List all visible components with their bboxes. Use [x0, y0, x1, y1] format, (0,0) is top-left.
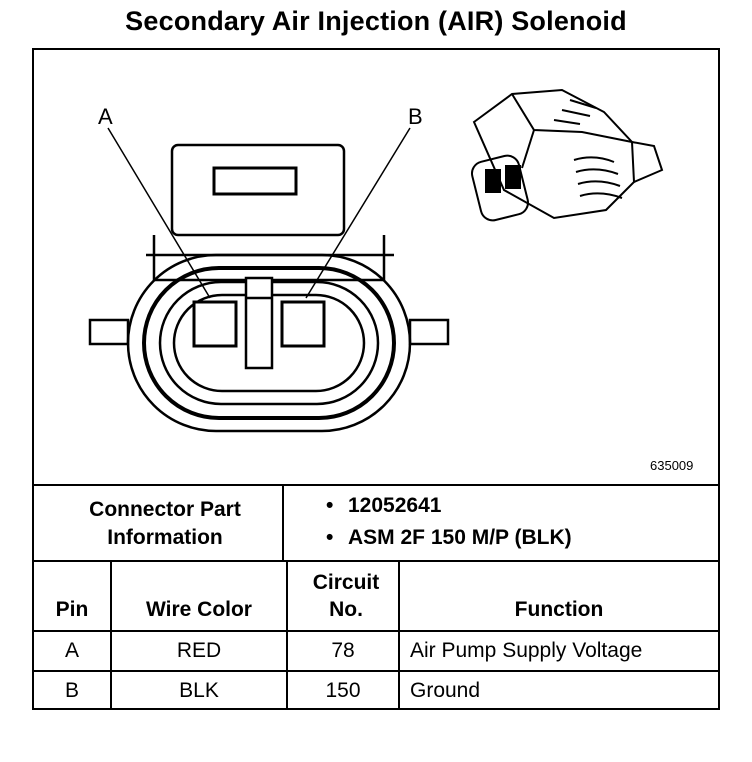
figure-number: 635009: [650, 458, 694, 473]
row-a-circuit: 78: [331, 639, 355, 662]
pin-a-label: A: [98, 104, 113, 129]
connector-face-drawing: [88, 143, 450, 433]
header-circuit: Circuit No.: [312, 571, 380, 621]
connector-frame: [32, 48, 720, 710]
row-a-pin: A: [64, 639, 79, 662]
table-rule: [282, 484, 284, 560]
table-top-rule: [32, 484, 720, 486]
row-b-function: Ground: [410, 679, 481, 702]
row-a-wire-color: RED: [176, 639, 222, 662]
header-function: Function: [514, 598, 604, 621]
connector-info-list: 12052641 ASM 2F 150 M/P (BLK): [326, 490, 572, 554]
connector-3d-drawing: [471, 88, 664, 222]
row-a-function: Air Pump Supply Voltage: [410, 639, 643, 662]
table-rule: [32, 670, 720, 672]
row-b-pin: B: [64, 679, 79, 702]
page-title: Secondary Air Injection (AIR) Solenoid: [125, 6, 627, 36]
header-wire-color: Wire Color: [146, 598, 252, 621]
pin-b-label: B: [408, 104, 423, 129]
row-b-wire-color: BLK: [179, 679, 219, 702]
table-rule: [398, 560, 400, 710]
table-rule: [110, 560, 112, 710]
connector-info-label: Connector Part Information: [89, 498, 241, 549]
table-rule: [286, 560, 288, 710]
connector-part-description: ASM 2F 150 M/P (BLK): [326, 522, 572, 554]
header-pin: Pin: [55, 598, 89, 621]
callout-lines: [107, 127, 411, 299]
table-rule: [32, 560, 720, 562]
row-b-circuit: 150: [325, 679, 361, 702]
table-rule: [32, 630, 720, 632]
connector-part-number: 12052641: [326, 490, 572, 522]
connector-diagram: A B: [88, 88, 664, 433]
